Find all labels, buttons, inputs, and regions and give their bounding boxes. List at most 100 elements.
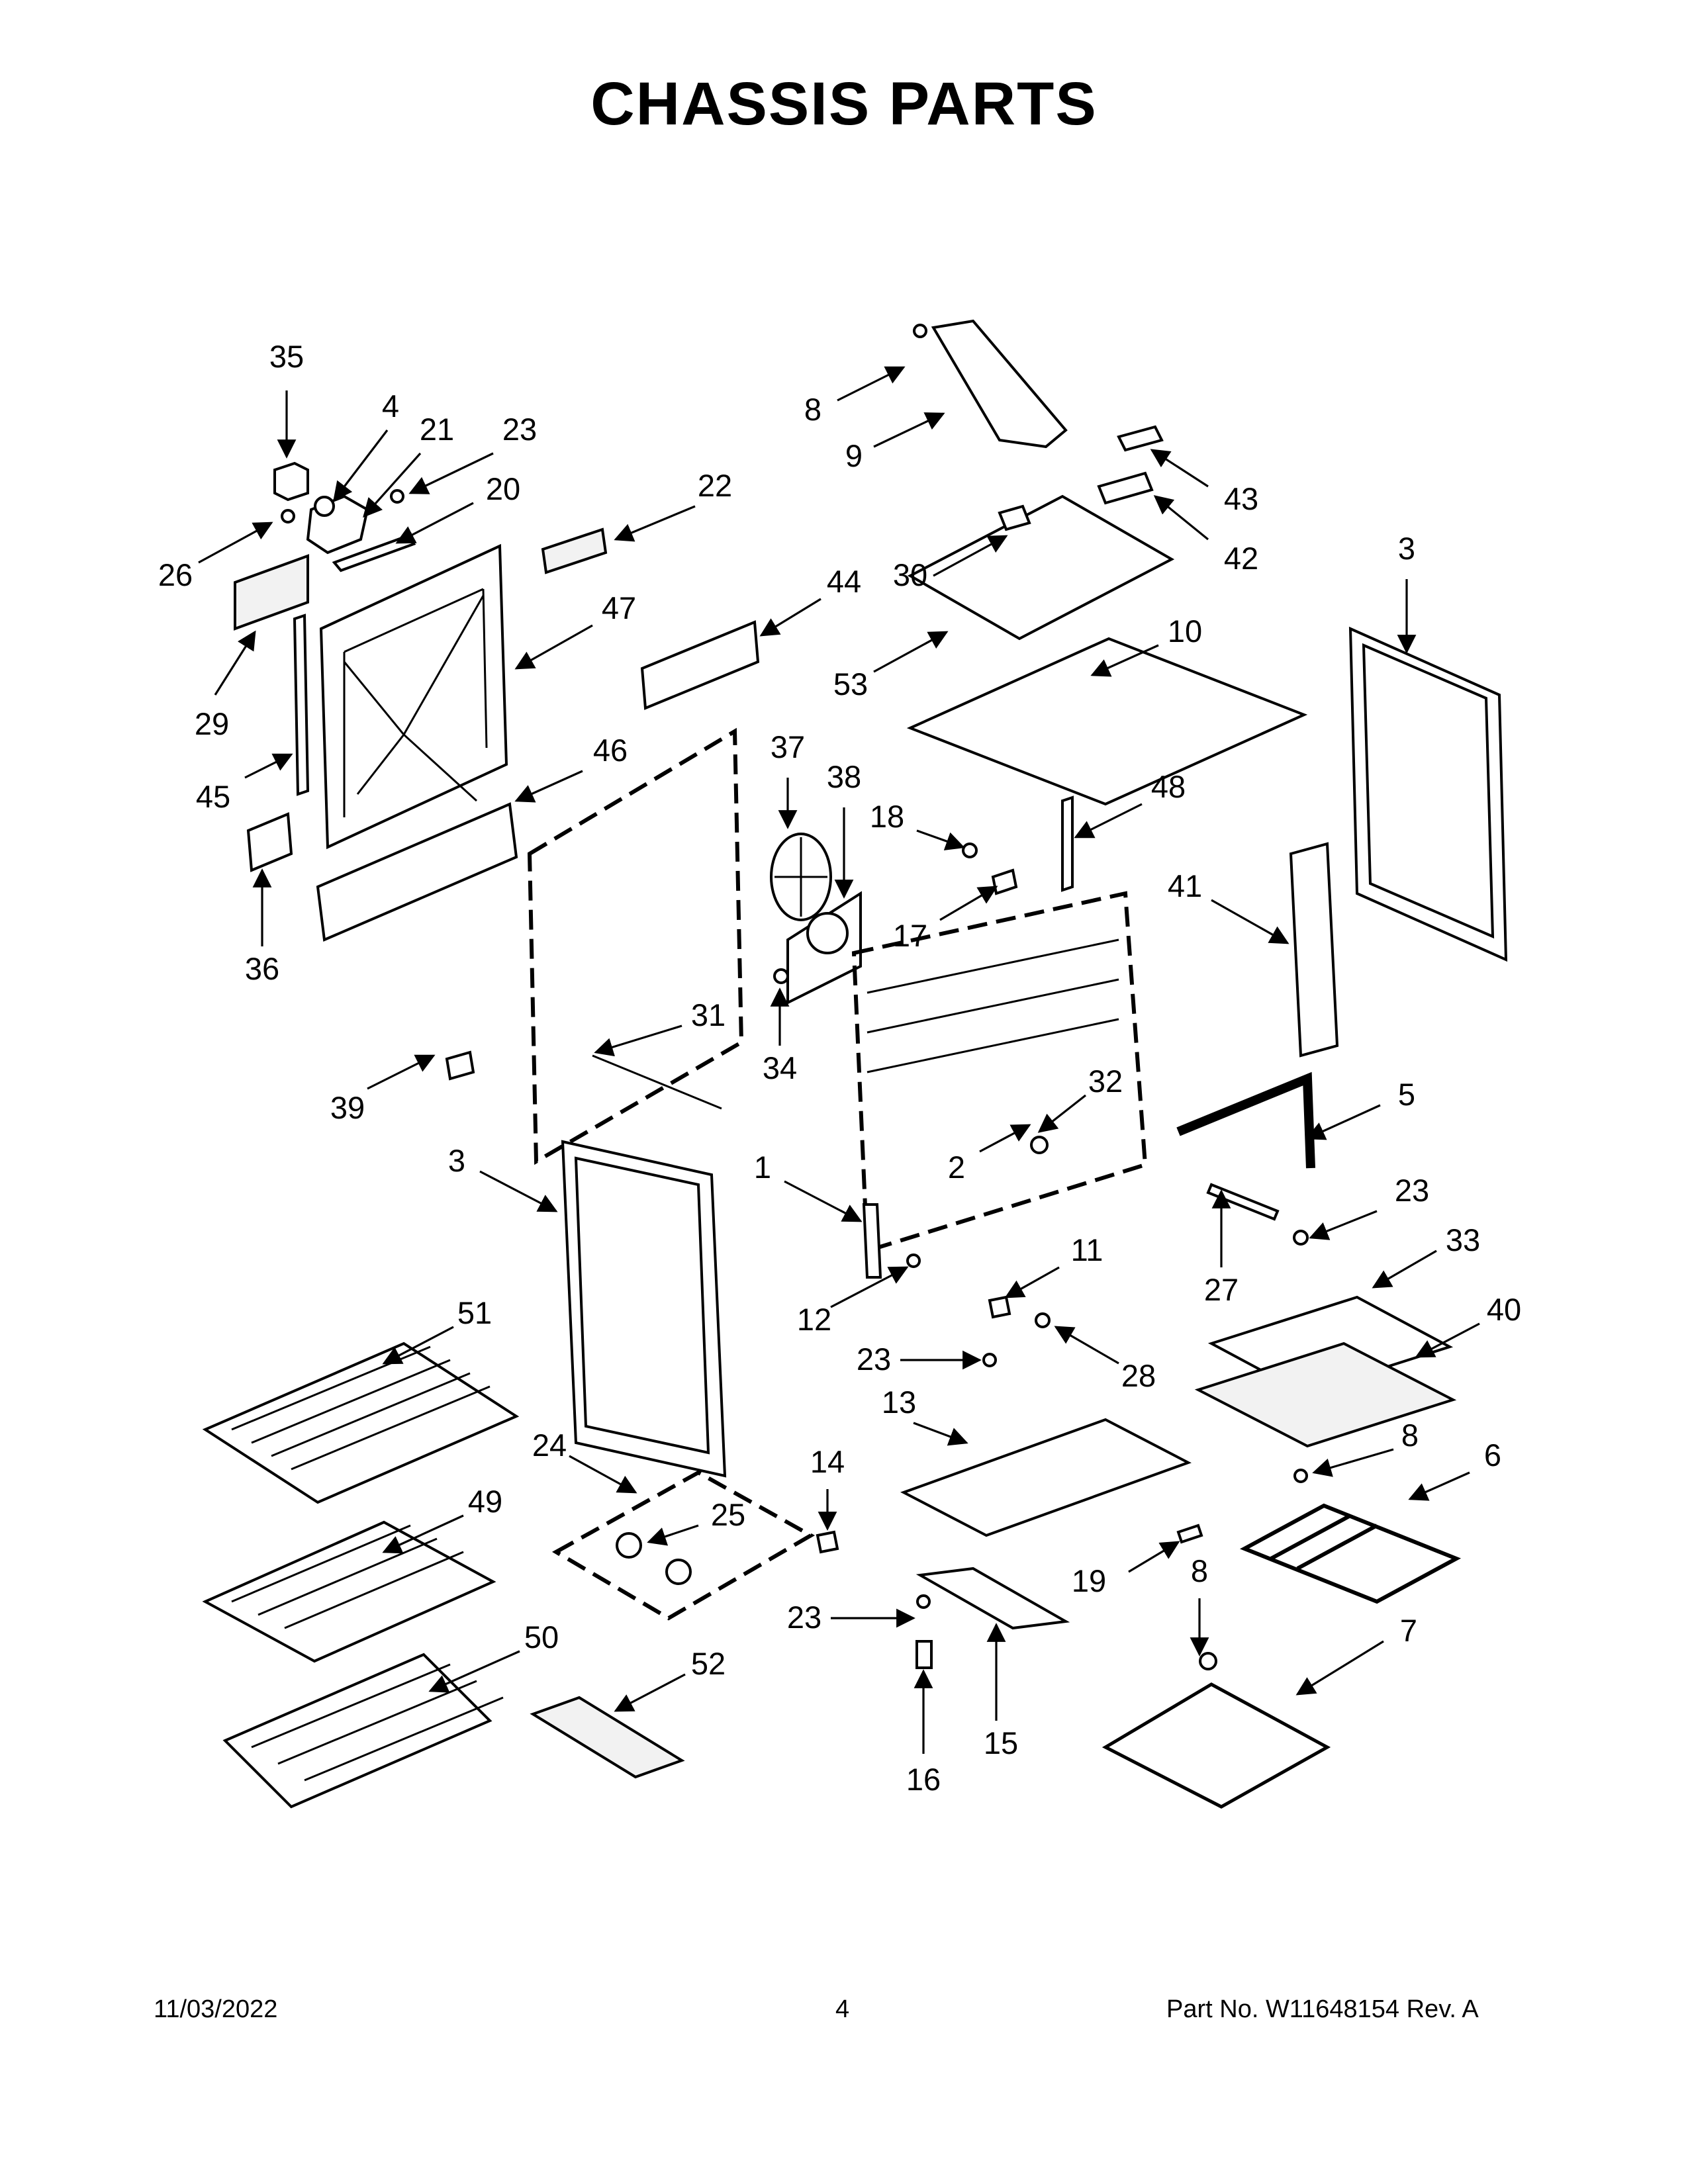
part-43-component bbox=[1117, 425, 1164, 452]
leader-51 bbox=[382, 1326, 454, 1365]
callout-41: 41 bbox=[1168, 868, 1202, 903]
part-23-screw-mid bbox=[982, 1353, 997, 1367]
leader-39 bbox=[367, 1054, 436, 1090]
part-3-frame-right-inner bbox=[1362, 643, 1495, 939]
callout-5: 5 bbox=[1398, 1077, 1415, 1112]
callout-17: 17 bbox=[893, 918, 927, 953]
callout-2: 2 bbox=[948, 1150, 965, 1185]
part-9-bracket bbox=[931, 319, 1068, 449]
leader-arrows bbox=[198, 366, 1480, 1754]
leader-10 bbox=[1090, 644, 1159, 677]
leader-23a bbox=[408, 452, 494, 494]
callout-23: 23 bbox=[857, 1342, 891, 1377]
part-23-screw-lower bbox=[916, 1594, 931, 1609]
part-2-screw bbox=[1030, 1136, 1049, 1154]
part-3-frame-left-inner bbox=[574, 1156, 710, 1455]
part-8-screw-top bbox=[913, 324, 927, 338]
part-40-tray bbox=[1194, 1342, 1457, 1448]
callout-34: 34 bbox=[763, 1050, 797, 1085]
leader-46 bbox=[514, 770, 583, 803]
callout-28: 28 bbox=[1121, 1358, 1156, 1393]
part-25-knob-a bbox=[616, 1532, 642, 1559]
leader-8b bbox=[1312, 1448, 1394, 1477]
callout-3: 3 bbox=[448, 1143, 465, 1178]
part-30-switch bbox=[998, 504, 1031, 531]
callout-36: 36 bbox=[245, 951, 279, 986]
part-17-clip bbox=[991, 868, 1018, 895]
part-34-screw bbox=[773, 968, 789, 984]
part-49-rack-bars bbox=[231, 1524, 464, 1629]
leader-8a bbox=[837, 366, 906, 402]
part-51-rack bbox=[202, 1342, 520, 1504]
part-52-grate bbox=[530, 1696, 685, 1779]
leader-4 bbox=[333, 430, 389, 502]
leader-40 bbox=[1415, 1322, 1480, 1358]
leader-1 bbox=[784, 1180, 863, 1222]
callout-13: 13 bbox=[882, 1385, 916, 1420]
leader-12 bbox=[830, 1266, 909, 1308]
part-15-bracket bbox=[915, 1567, 1070, 1630]
callout-52: 52 bbox=[691, 1646, 726, 1681]
footer-page-number: 4 bbox=[835, 1995, 850, 2023]
part-6-element bbox=[1239, 1503, 1462, 1604]
callout-33: 33 bbox=[1446, 1222, 1480, 1257]
part-22-plate bbox=[541, 527, 608, 574]
callout-16: 16 bbox=[906, 1762, 941, 1797]
footer-part-number: Part No. W11648154 Rev. A bbox=[1166, 1995, 1479, 2023]
callout-24: 24 bbox=[532, 1428, 567, 1463]
leader-6 bbox=[1408, 1471, 1470, 1501]
callout-51: 51 bbox=[457, 1295, 492, 1330]
part-47-detail bbox=[343, 588, 488, 817]
callout-53: 53 bbox=[833, 666, 868, 702]
part-25-knob-b bbox=[665, 1559, 692, 1585]
part-18-screw bbox=[962, 842, 978, 858]
leader-45 bbox=[244, 753, 293, 779]
leader-2 bbox=[979, 1124, 1031, 1153]
callout-49: 49 bbox=[468, 1484, 502, 1519]
part-29-shield bbox=[234, 554, 309, 631]
callout-44: 44 bbox=[827, 564, 861, 599]
leader-19 bbox=[1128, 1541, 1180, 1573]
part-46-lower-panel bbox=[316, 802, 518, 942]
leader-28 bbox=[1054, 1326, 1119, 1365]
leader-5 bbox=[1305, 1104, 1381, 1140]
part-38-motor bbox=[806, 912, 849, 954]
part-49-rack bbox=[202, 1520, 496, 1663]
callout-20: 20 bbox=[486, 471, 520, 506]
leader-42 bbox=[1153, 495, 1209, 541]
part-5-gasket bbox=[1176, 1071, 1315, 1169]
part-47-back-panel bbox=[319, 543, 508, 850]
callout-25: 25 bbox=[711, 1497, 745, 1532]
oven-cavity-frame bbox=[851, 891, 1148, 1254]
callout-43: 43 bbox=[1224, 481, 1258, 516]
part-24-kit-box bbox=[551, 1470, 816, 1621]
part-8-screw-lower bbox=[1199, 1652, 1217, 1670]
part-7-element bbox=[1102, 1682, 1331, 1809]
part-23-screw-top bbox=[390, 489, 404, 504]
callout-8: 8 bbox=[804, 392, 821, 427]
leader-44 bbox=[759, 598, 821, 637]
callout-4: 4 bbox=[382, 388, 399, 424]
page-title: CHASSIS PARTS bbox=[590, 70, 1098, 138]
callout-45: 45 bbox=[196, 779, 230, 814]
callout-6: 6 bbox=[1484, 1437, 1501, 1473]
part-14-clip bbox=[816, 1530, 839, 1554]
part-41-panel bbox=[1289, 842, 1339, 1058]
part-4-nut bbox=[314, 496, 335, 517]
callout-29: 29 bbox=[195, 706, 229, 741]
callout-23: 23 bbox=[1395, 1173, 1429, 1208]
part-12-screw bbox=[906, 1253, 921, 1268]
part-8-screw-mid bbox=[1293, 1469, 1308, 1483]
callout-31: 31 bbox=[691, 997, 726, 1032]
part-37-fan-detail bbox=[774, 837, 827, 917]
part-26-screw bbox=[281, 509, 295, 523]
callout-39: 39 bbox=[330, 1090, 365, 1125]
leader-33 bbox=[1372, 1250, 1437, 1289]
callout-11: 11 bbox=[1071, 1232, 1103, 1267]
callout-21: 21 bbox=[420, 412, 454, 447]
callout-3: 3 bbox=[1398, 531, 1415, 566]
callout-37: 37 bbox=[771, 729, 805, 764]
callout-22: 22 bbox=[698, 468, 732, 503]
